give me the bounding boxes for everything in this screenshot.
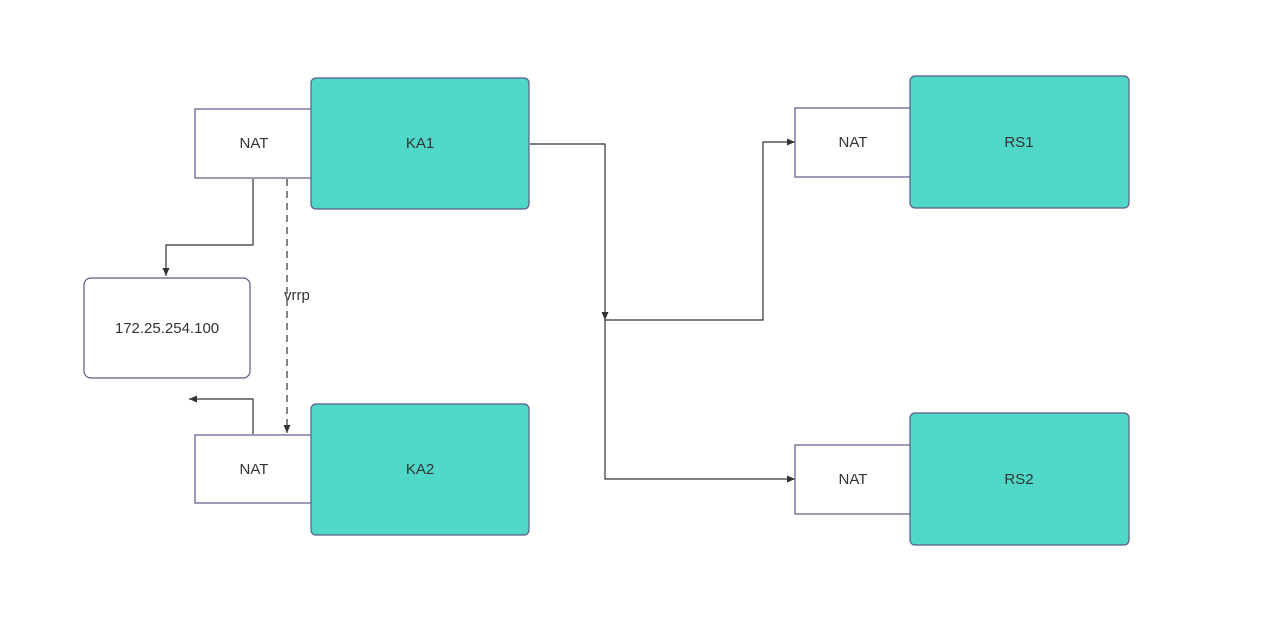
ka1-nat-label: NAT	[240, 135, 269, 152]
vip-label: 172.25.254.100	[115, 320, 219, 337]
rs2-nat-label: NAT	[839, 471, 868, 488]
ka1-server	[310, 77, 530, 210]
rs1-group: NAT RS1	[794, 75, 1130, 209]
ka1-to-vip-edge	[162, 179, 254, 276]
ka1-to-junction-edge	[530, 143, 609, 320]
ka1-nat-box	[194, 108, 314, 179]
rs1-nat-label: NAT	[839, 134, 868, 151]
connectors	[162, 138, 795, 483]
ka2-nat-uplink-edge	[189, 395, 254, 434]
ka1-group: NAT KA1	[194, 77, 530, 210]
junction-to-rs1-edge	[605, 138, 795, 321]
rs1-nat-box	[794, 107, 914, 178]
junction-to-rs2-edge	[604, 320, 795, 483]
ka2-group: NAT KA2	[194, 403, 530, 536]
vip-group: 172.25.254.100	[83, 277, 251, 379]
rs2-group: NAT RS2	[794, 412, 1130, 546]
vip-box	[83, 277, 251, 379]
rs1-label: RS1	[1004, 134, 1033, 151]
ka2-nat-box	[194, 434, 314, 504]
vrrp-label: vrrp	[284, 287, 310, 304]
rs1-server	[909, 75, 1130, 209]
rs2-server	[909, 412, 1130, 546]
ka2-label: KA2	[406, 461, 434, 478]
rs2-nat-box	[794, 444, 914, 515]
rs2-label: RS2	[1004, 471, 1033, 488]
ka2-nat-label: NAT	[240, 461, 269, 478]
ka2-server	[310, 403, 530, 536]
ka1-label: KA1	[406, 135, 434, 152]
